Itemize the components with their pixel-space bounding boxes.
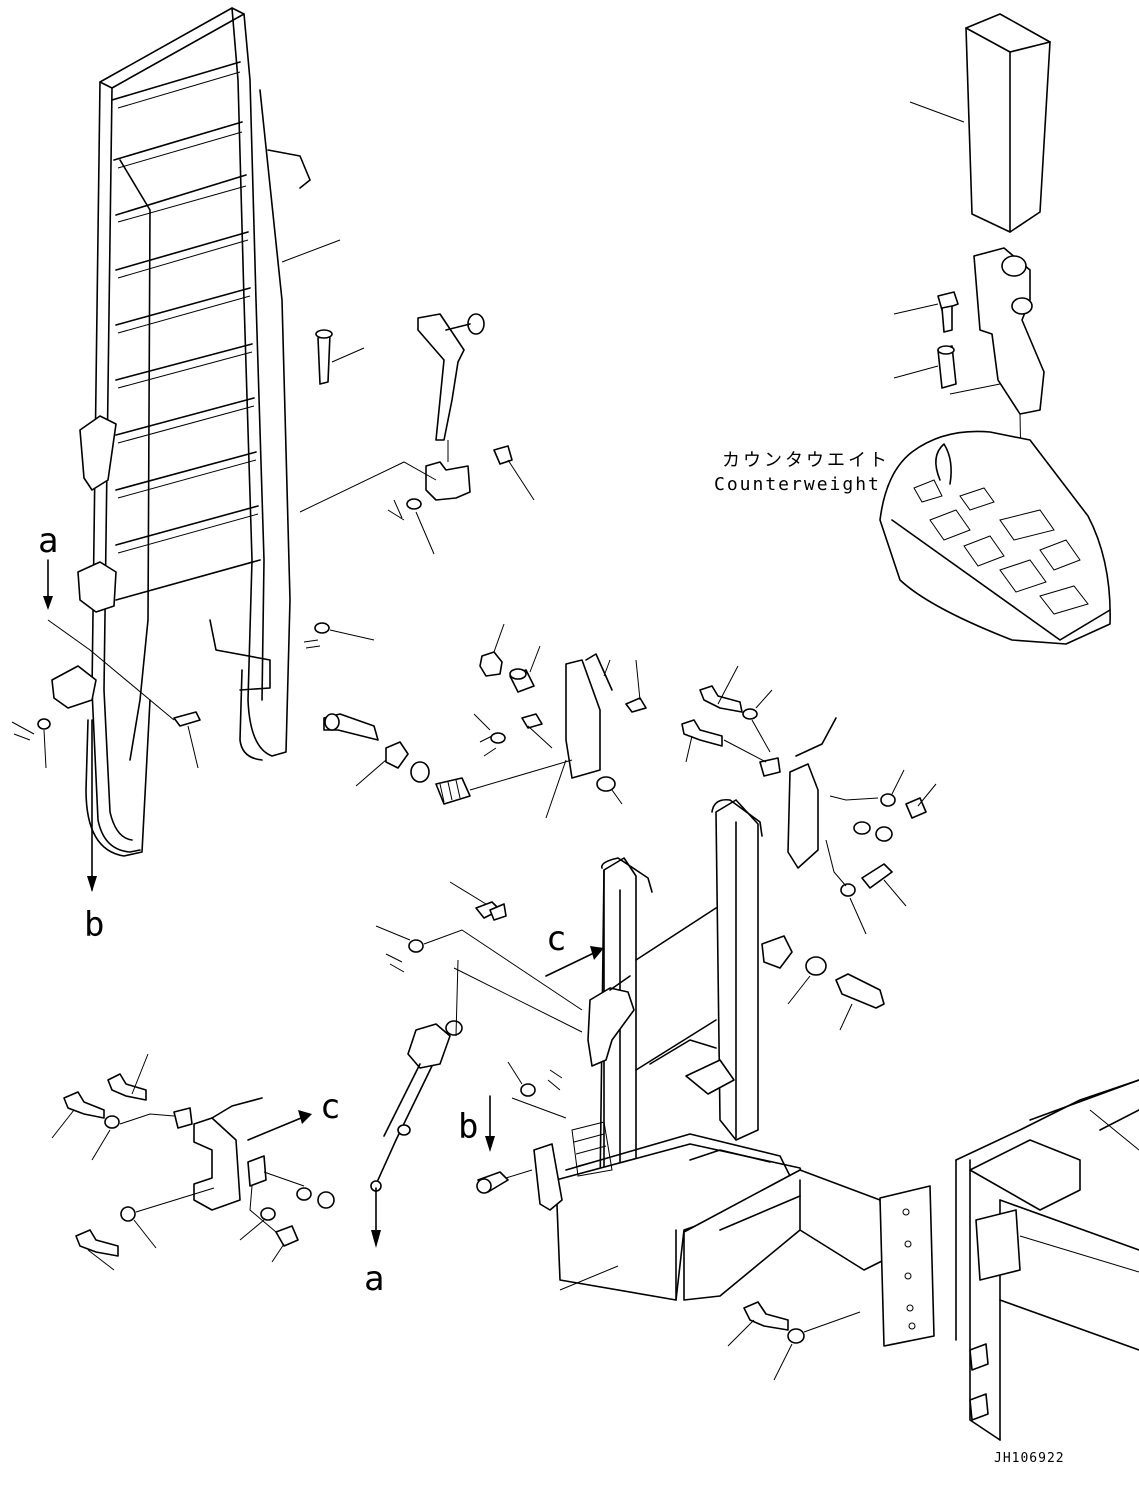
bracket-left-group — [52, 1054, 334, 1270]
counterweight-body — [880, 431, 1110, 644]
step-frame — [534, 800, 934, 1346]
counterweight-bracket — [894, 248, 1044, 520]
callout-b-left: b — [84, 905, 104, 945]
callout-a-top: a — [38, 521, 58, 561]
hinge-hardware — [474, 624, 646, 818]
counterweight-label-jp: カウンタウエイト — [722, 450, 890, 471]
latch-bracket-upper — [300, 314, 534, 554]
spring-bolt-assembly — [324, 714, 572, 804]
callout-b-mid: b — [458, 1107, 478, 1147]
ladder-assembly — [52, 8, 310, 856]
machine-body — [956, 1080, 1139, 1440]
callout-c-mid: c — [546, 919, 566, 959]
frame-side-hardware — [762, 936, 884, 1030]
counterweight-cover — [910, 14, 1050, 232]
callout-c-left: c — [320, 1087, 340, 1127]
callout-arrows — [43, 560, 604, 1248]
pin-center — [376, 882, 582, 1032]
drawing-code: JH106922 — [994, 1451, 1065, 1466]
counterweight-label-en: Counterweight — [714, 474, 881, 495]
bolt-cluster-upper-right — [682, 666, 780, 776]
frame-mount-hardware — [728, 1302, 860, 1380]
callout-a-bottom: a — [364, 1259, 384, 1299]
ladder-hardware — [12, 240, 374, 768]
bracket-right — [788, 718, 936, 934]
counterweight-label: カウンタウエイト Counterweight — [714, 450, 890, 495]
callout-labels: a b c c b a — [38, 521, 566, 1299]
damper-assembly — [371, 960, 462, 1191]
pin-lower-center — [477, 1062, 566, 1193]
